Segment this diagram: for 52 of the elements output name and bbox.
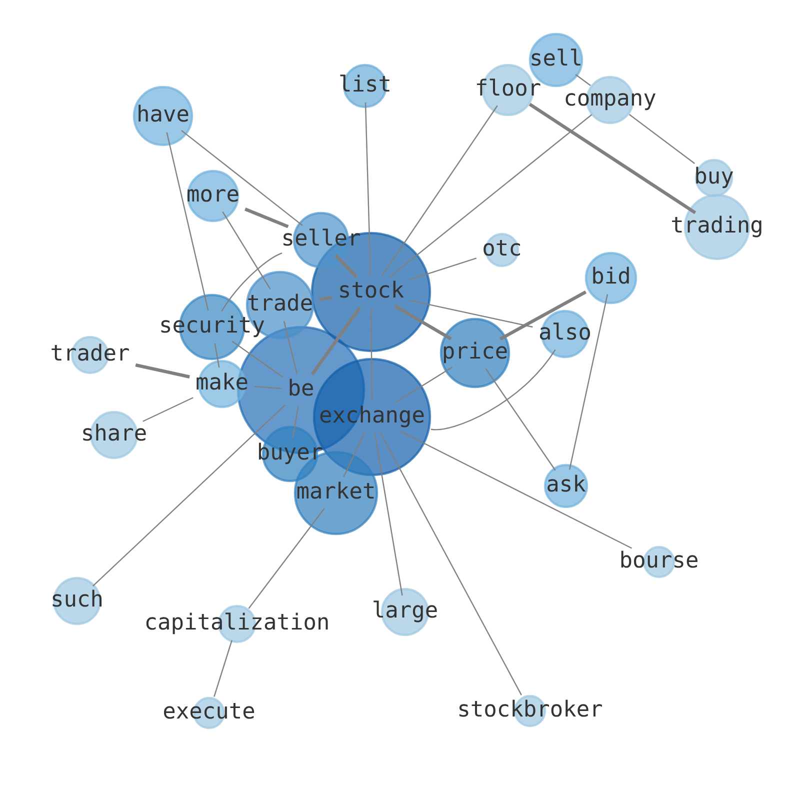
word-bubble: ask xyxy=(544,464,588,508)
word-bubble: stockbroker xyxy=(459,694,602,728)
link-line xyxy=(222,211,271,290)
link-line xyxy=(394,304,452,340)
link-line xyxy=(254,386,282,390)
link-line xyxy=(221,252,282,312)
word-bubble: buy xyxy=(694,158,734,198)
link-line xyxy=(575,74,591,86)
word-bubble: price xyxy=(440,318,510,388)
word-bubble: otc xyxy=(484,232,520,268)
word-bubble: large xyxy=(374,588,437,636)
word-bubble: trader xyxy=(52,336,129,374)
link-line xyxy=(629,114,695,164)
link-line xyxy=(381,105,498,277)
link-line xyxy=(388,114,592,278)
link-line xyxy=(292,406,299,438)
link-line xyxy=(232,340,283,378)
link-line xyxy=(343,432,365,478)
link-line xyxy=(92,404,286,586)
link-line xyxy=(214,640,232,697)
word-bubble: share xyxy=(83,410,146,460)
link-line xyxy=(374,433,403,596)
word-bubble: bourse xyxy=(621,546,698,578)
link-line xyxy=(283,321,298,374)
link-line xyxy=(244,208,289,228)
link-line xyxy=(528,102,696,214)
node-label: capitalization xyxy=(146,612,328,634)
link-line xyxy=(568,294,608,470)
word-bubble: such xyxy=(52,576,102,626)
link-line xyxy=(166,132,209,311)
link-line xyxy=(135,363,190,378)
link-line xyxy=(181,130,303,226)
link-line xyxy=(318,296,332,302)
link-line xyxy=(364,102,372,276)
word-bubble: more xyxy=(186,170,240,222)
link-line xyxy=(248,508,325,609)
word-bubble: capitalization xyxy=(146,604,328,644)
word-bubble: execute xyxy=(164,696,254,730)
link-line xyxy=(214,343,220,368)
link-line xyxy=(430,349,556,430)
link-line xyxy=(394,366,453,404)
link-line xyxy=(485,368,556,471)
link-line xyxy=(410,300,533,328)
link-line xyxy=(142,397,194,422)
word-bubble: bid xyxy=(584,252,638,304)
link-line xyxy=(334,254,358,278)
link-line xyxy=(410,258,477,280)
word-bubble: make xyxy=(196,360,248,408)
link-line xyxy=(380,432,522,696)
link-line xyxy=(310,306,362,376)
word-bubble: have xyxy=(132,86,194,146)
link-line xyxy=(398,430,632,549)
